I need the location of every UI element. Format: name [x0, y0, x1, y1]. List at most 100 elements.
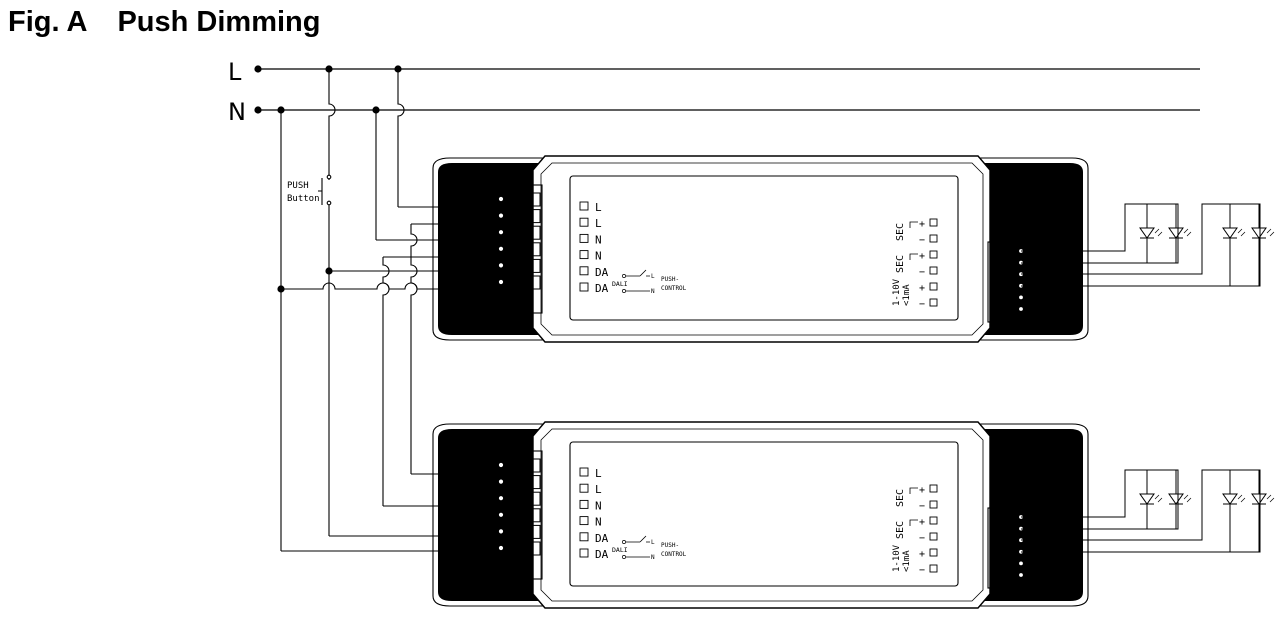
terminal-screw: [527, 195, 533, 204]
terminal-checkbox: [579, 467, 589, 477]
endcap-rib: [457, 181, 462, 319]
terminal-screw: [527, 211, 533, 221]
terminal-label-n: N: [595, 233, 602, 246]
terminal-screw: [1002, 524, 1010, 533]
dip-on-label: ON: [1011, 480, 1019, 488]
endcap-rib: [1057, 181, 1062, 319]
output-checkbox: [929, 266, 938, 275]
dip-switch: [995, 457, 1005, 464]
terminal-label-l: L: [595, 467, 602, 480]
dip-on-label: ON: [1011, 214, 1019, 222]
terminal-screw: [1002, 281, 1010, 290]
endcap-rib: [457, 447, 462, 585]
dip-switch: [995, 484, 1005, 491]
output-checkbox: [929, 484, 938, 493]
dip-number-label: 1 2 3: [1004, 182, 1012, 203]
terminal-point: [497, 262, 505, 269]
dip-switch: [995, 184, 1005, 191]
led-led-a2: [1168, 227, 1184, 239]
terminal-label-l: L: [595, 201, 602, 214]
led-led-b2: [1251, 227, 1267, 239]
terminal-slot: [515, 524, 541, 539]
sec-bracket: [909, 221, 918, 260]
terminal-screw: [991, 513, 999, 521]
terminal-screw: [1002, 547, 1010, 556]
terminal-screw: [1002, 536, 1010, 545]
dip-switch: [995, 218, 1005, 225]
control-label: CONTROL: [661, 285, 687, 292]
terminal-checkbox: [579, 282, 589, 292]
endcap-rib: [445, 447, 450, 585]
led-emission: [1154, 494, 1163, 503]
push-button-label-2: Button: [287, 194, 320, 204]
led-emission: [1266, 494, 1275, 503]
terminal-label-da: DA: [595, 532, 609, 545]
polarity-label: +: [919, 549, 925, 560]
terminal-point: [497, 495, 505, 502]
endcap-rib: [1075, 181, 1080, 319]
neutral-loop-vertical: [382, 257, 390, 506]
push-contact: [326, 200, 332, 206]
dip-on-label: ON: [1011, 446, 1019, 454]
sec-label-2: SEC: [895, 255, 906, 273]
live-label: L: [228, 58, 242, 86]
endcap-rib: [1063, 181, 1068, 319]
mount-hole-top-left: [472, 445, 490, 463]
dip-switch: [995, 443, 1005, 450]
output-checkbox: [929, 548, 938, 557]
label-plate: [569, 175, 959, 321]
led-led-b2: [1251, 493, 1267, 505]
sec-bracket: [909, 487, 918, 526]
terminal-screw: [991, 524, 999, 533]
terminal-point: [497, 461, 505, 469]
terminal-label-da: DA: [595, 548, 609, 561]
terminal-label-n: N: [595, 250, 602, 263]
polarity-label: +: [919, 517, 925, 528]
terminal-block-right: [987, 507, 1025, 589]
dim-current-label: <1mA: [902, 550, 912, 572]
pin-n-label: N: [651, 288, 655, 295]
output-checkbox: [929, 218, 938, 227]
terminal-slot: [515, 275, 541, 290]
terminal-checkbox: [579, 516, 589, 526]
terminal-point: [1018, 306, 1024, 312]
pin-l-label: L: [651, 539, 655, 546]
terminal-label-n: N: [595, 516, 602, 529]
terminal-label-da: DA: [595, 282, 609, 295]
terminal-screw: [527, 244, 533, 254]
push-button-symbol: [318, 175, 330, 212]
terminal-screw: [518, 477, 524, 487]
mount-hole-bottom-left: [472, 567, 490, 585]
dip-switch: [995, 191, 1005, 198]
terminal-screw: [527, 228, 533, 238]
led-led-b1: [1222, 493, 1238, 505]
wiring: [254, 65, 501, 552]
terminal-screw: [1002, 305, 1010, 313]
push-label: PUSH-: [661, 542, 679, 549]
endcap-rib: [1063, 447, 1068, 585]
mount-hole-top-right: [1031, 179, 1049, 197]
terminal-point: [497, 212, 505, 219]
terminal-point: [1018, 294, 1024, 301]
terminal-checkbox: [579, 499, 589, 509]
led-led-a2: [1168, 493, 1184, 505]
polarity-label: −: [919, 299, 925, 310]
dim-current-label: <1mA: [902, 284, 912, 306]
dim-range-label: 1-10V: [892, 544, 902, 572]
terminal-screw: [527, 261, 533, 271]
pin-l-label: L: [651, 273, 655, 280]
terminal-screw: [991, 258, 999, 267]
polarity-label: −: [919, 533, 925, 544]
output-checkbox: [929, 516, 938, 525]
dip-switch: [995, 225, 1005, 232]
endcap-rib: [445, 181, 450, 319]
push-contact: [326, 174, 332, 180]
right-endcap: [1025, 435, 1079, 595]
output-checkbox: [929, 500, 938, 509]
terminal-point: [497, 195, 505, 203]
output-checkbox: [929, 282, 938, 291]
dip-switch: [995, 177, 1005, 184]
